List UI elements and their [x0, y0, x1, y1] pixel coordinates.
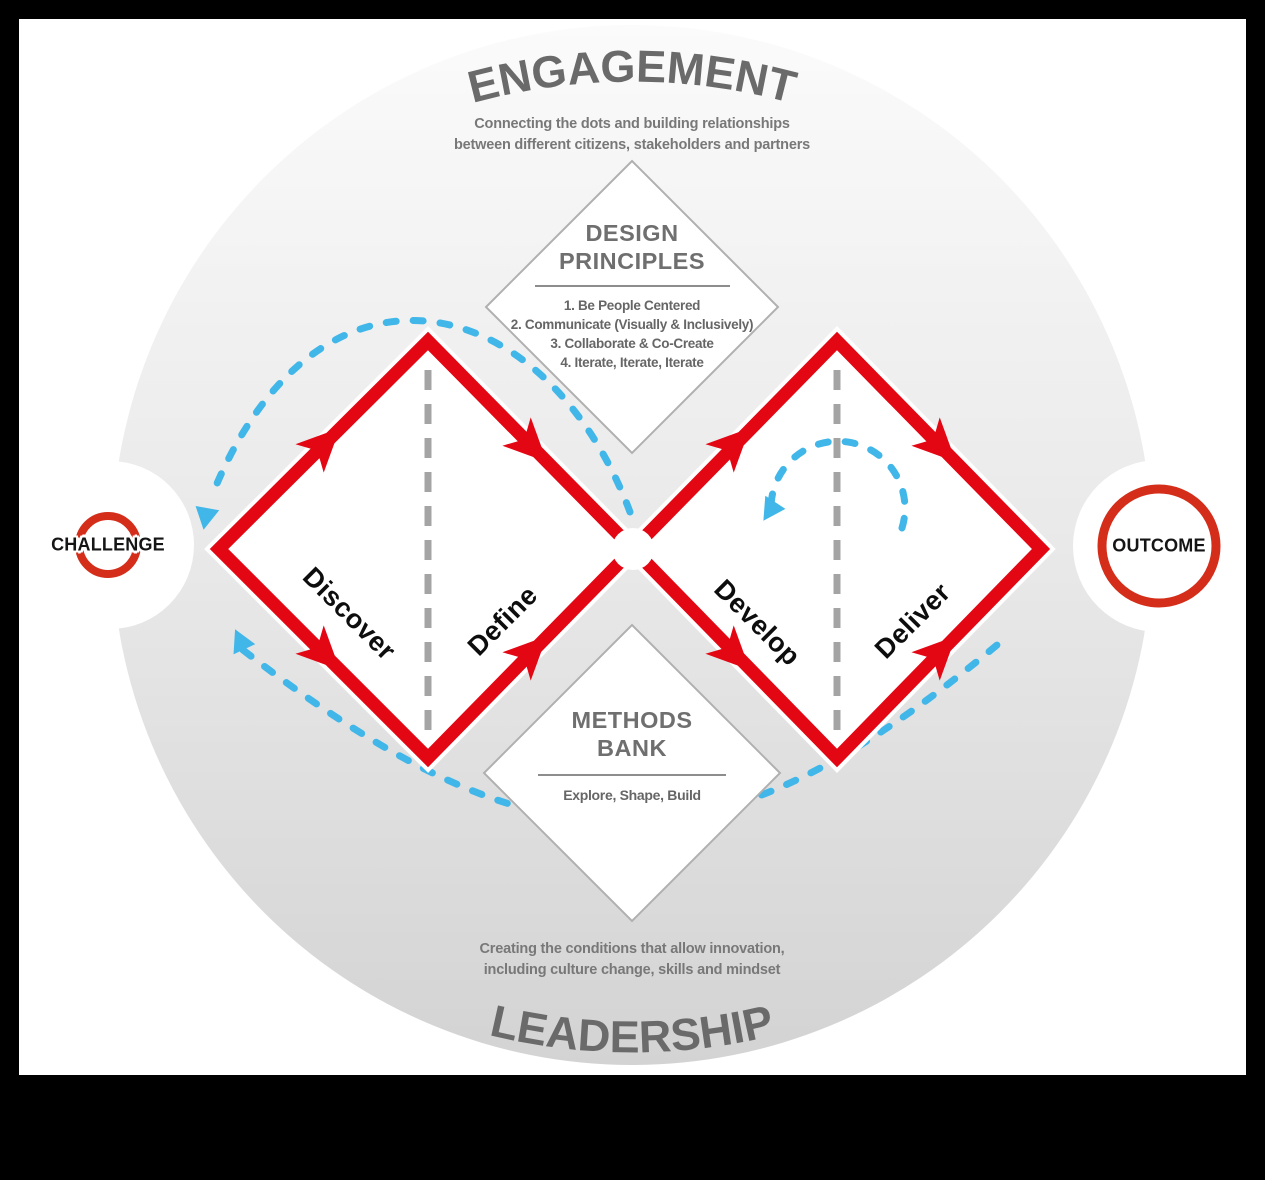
red-arrowhead: [295, 428, 340, 473]
challenge-ring-icon: [75, 512, 141, 578]
outcome-ring-icon: [1097, 484, 1221, 608]
red-arrowhead: [502, 417, 547, 462]
iteration-arc-bottom: [239, 641, 1001, 826]
iteration-arc-small: [767, 437, 909, 532]
flow-arrowheads: [295, 417, 956, 681]
iteration-arc-top: [207, 316, 634, 516]
methods-bank-diamond: [482, 623, 782, 923]
blue-arrowhead-top-arc: [195, 506, 220, 530]
red-arrowhead: [911, 636, 956, 681]
red-arrowhead: [502, 636, 547, 681]
design-principles-diamond: [484, 159, 780, 455]
blue-arrowhead-bottom-arc: [233, 629, 256, 655]
red-arrowhead: [911, 417, 956, 462]
blue-arrowhead-small-arc: [763, 495, 786, 521]
red-arrowhead: [295, 625, 340, 670]
red-arrowhead: [705, 428, 750, 473]
challenge-circle: [26, 461, 194, 629]
red-arrowhead: [705, 625, 750, 670]
center-junction-dot: [612, 528, 654, 570]
